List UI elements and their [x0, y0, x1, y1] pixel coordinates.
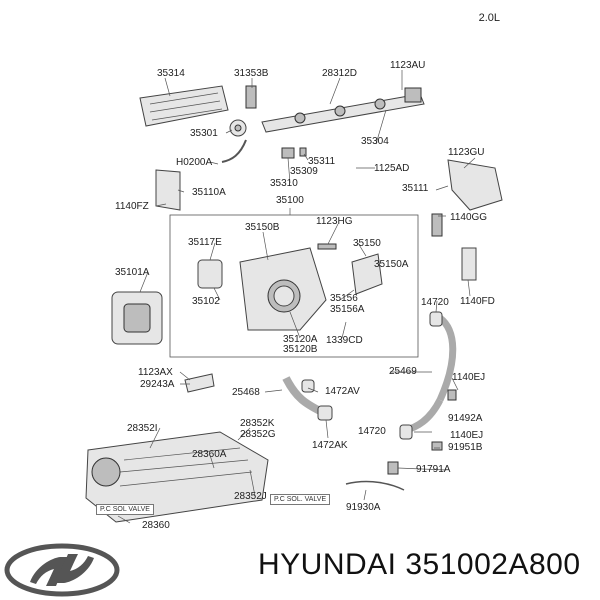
- part-label-91951B: 91951B: [448, 442, 483, 453]
- part-label-35100: 35100: [276, 195, 304, 206]
- part-label-35120B: 35120B: [283, 344, 318, 355]
- part-label-35102: 35102: [192, 296, 220, 307]
- throttle-body-box: [169, 214, 419, 358]
- part-label-H0200A: H0200A: [176, 157, 213, 168]
- part-label-1140EJ-lower: 1140EJ: [450, 430, 484, 441]
- part-label-35314: 35314: [157, 68, 185, 79]
- part-label-35150B: 35150B: [245, 222, 280, 233]
- part-label-1472AK: 1472AK: [312, 440, 348, 451]
- part-label-1140GG: 1140GG: [450, 212, 488, 223]
- injector-part: [245, 85, 257, 109]
- part-label-35309: 35309: [290, 166, 318, 177]
- part-label-25468: 25468: [232, 387, 260, 398]
- part-label-35156A: 35156A: [330, 304, 365, 315]
- part-label-28352J: 28352J: [234, 491, 267, 502]
- part-label-28352K: 28352K: [240, 418, 275, 429]
- part-label-29243A: 29243A: [140, 379, 175, 390]
- part-label-91492A: 91492A: [448, 413, 483, 424]
- part-label-91930A: 91930A: [346, 502, 381, 513]
- part-label-1472AV: 1472AV: [325, 386, 360, 397]
- part-label-1140FD: 1140FD: [460, 296, 495, 307]
- part-label-35304: 35304: [361, 136, 389, 147]
- part-label-1140EJ-upper: 1140EJ: [452, 372, 486, 383]
- idle-actuator-part: [351, 253, 383, 295]
- part-label-28360A: 28360A: [192, 449, 227, 460]
- part-number-caption: HYUNDAI 351002A800: [258, 548, 581, 581]
- part-label-35156: 35156: [330, 293, 358, 304]
- part-label-14720-lower: 14720: [358, 426, 386, 437]
- part-label-35310: 35310: [270, 178, 298, 189]
- part-label-35110A: 35110A: [192, 187, 226, 198]
- part-label-35301: 35301: [190, 128, 218, 139]
- part-label-28352I: 28352I: [127, 423, 158, 434]
- part-label-1339CD: 1339CD: [326, 335, 363, 346]
- part-label-25469: 25469: [389, 366, 417, 377]
- valve-tag-left: P.C SOL VALVE: [96, 504, 154, 515]
- part-label-35111: 35111: [402, 183, 429, 194]
- intake-plenum-part: [139, 85, 229, 127]
- part-label-35311: 35311: [308, 156, 336, 167]
- part-label-28312D: 28312D: [322, 68, 358, 79]
- valve-tag-right: P.C SOL. VALVE: [270, 494, 331, 505]
- part-label-1123HG: 1123HG: [316, 216, 353, 227]
- part-label-1125AD: 1125AD: [374, 163, 410, 174]
- valve-assembly-part: [85, 431, 269, 523]
- part-label-1123GU: 1123GU: [448, 147, 485, 158]
- part-label-35117E: 35117E: [188, 237, 222, 248]
- bracket-part: [155, 169, 181, 211]
- part-label-31353B: 31353B: [234, 68, 269, 79]
- part-label-91791A: 91791A: [416, 464, 451, 475]
- part-label-1123AX: 1123AX: [138, 367, 173, 378]
- part-label-1123AU: 1123AU: [390, 60, 426, 71]
- part-label-14720-upper: 14720: [421, 297, 449, 308]
- part-label-1140FZ: 1140FZ: [115, 201, 149, 212]
- part-label-35101A: 35101A: [115, 267, 150, 278]
- hyundai-logo: [4, 543, 120, 597]
- part-label-35150A: 35150A: [374, 259, 409, 270]
- part-label-28352G: 28352G: [240, 429, 276, 440]
- part-label-28360: 28360: [142, 520, 170, 531]
- part-label-35150: 35150: [353, 238, 381, 249]
- bracket-right-part: [447, 159, 503, 211]
- engine-variant-label: 2.0L: [478, 12, 500, 24]
- part-label-35120A: 35120A: [283, 334, 318, 345]
